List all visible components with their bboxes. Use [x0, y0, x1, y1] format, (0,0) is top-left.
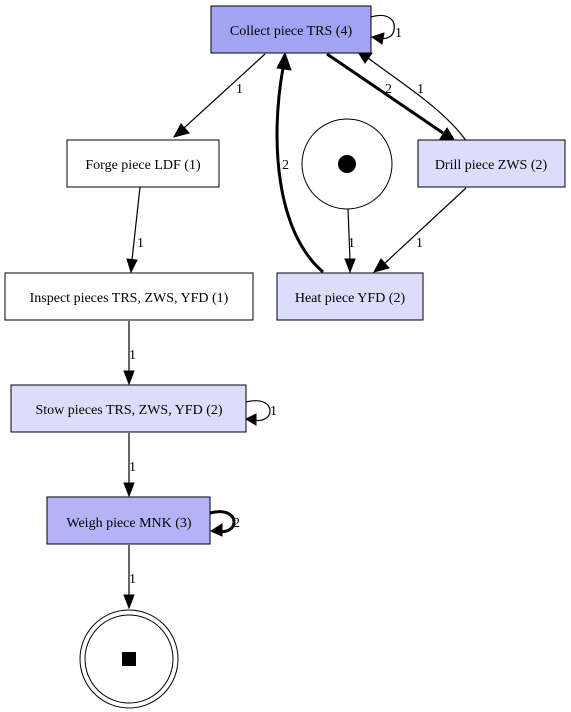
edge-label-stow-self: 1 — [270, 404, 277, 419]
node-label: Weigh piece MNK (3) — [66, 516, 192, 531]
node-box — [46, 496, 211, 545]
edge-weigh-end — [123, 545, 135, 610]
node-stow-pieces[interactable]: Stow pieces TRS, ZWS, YFD (2) — [10, 384, 247, 433]
edge-label-weigh-self: 2 — [233, 516, 240, 531]
node-collect-piece[interactable]: Collect piece TRS (4) — [210, 5, 372, 54]
arrowhead — [373, 258, 390, 273]
node-box — [417, 139, 566, 188]
end-place[interactable] — [79, 609, 179, 709]
arrowhead — [173, 123, 190, 138]
filled-square-icon — [122, 652, 136, 666]
node-box — [4, 272, 254, 321]
arrowhead — [123, 594, 135, 610]
edge-label-collect-drill: 2 — [385, 82, 392, 97]
edge-label-drill-collect: 1 — [417, 82, 424, 97]
start-place[interactable] — [301, 118, 393, 210]
filled-circle-icon — [338, 155, 356, 173]
arrowhead — [209, 523, 223, 537]
edge-label-drill-heat: 1 — [416, 236, 423, 251]
arrowhead — [276, 51, 292, 71]
edge-stow-self-loop — [244, 400, 271, 426]
arrowhead — [123, 482, 135, 498]
edge-heat-collect — [275, 51, 324, 274]
arrowhead — [439, 127, 456, 142]
edge-label-heat-collect: 2 — [282, 158, 289, 173]
node-label: Stow pieces TRS, ZWS, YFD (2) — [35, 403, 222, 418]
node-box — [276, 272, 424, 321]
arrowhead — [244, 413, 257, 426]
node-label: Drill piece ZWS (2) — [435, 158, 548, 173]
node-box — [10, 384, 247, 433]
edge-drill-heat — [373, 187, 467, 273]
arrowhead — [357, 51, 373, 64]
node-inspect-pieces[interactable]: Inspect pieces TRS, ZWS, YFD (1) — [4, 272, 254, 321]
edge-weigh-self-loop — [209, 510, 236, 537]
edge-label-forge-inspect: 1 — [137, 236, 144, 251]
node-label: Heat piece YFD (2) — [295, 291, 406, 306]
edge-label-stow-weigh: 1 — [129, 460, 136, 475]
node-forge-piece[interactable]: Forge piece LDF (1) — [66, 139, 220, 188]
edge-label-inspect-stow: 1 — [129, 348, 136, 363]
node-label: Collect piece TRS (4) — [230, 24, 353, 39]
node-box — [66, 139, 220, 188]
node-box — [210, 5, 372, 54]
edge-inspect-stow — [123, 321, 135, 386]
edge-label-weigh-end: 1 — [129, 572, 136, 587]
arrowhead — [344, 258, 356, 274]
arrowhead — [123, 370, 135, 386]
node-label: Inspect pieces TRS, ZWS, YFD (1) — [30, 291, 229, 306]
node-drill-piece[interactable]: Drill piece ZWS (2) — [417, 139, 566, 188]
edge-label-collect-self: 1 — [395, 26, 402, 41]
edge-collect-forge — [173, 53, 266, 138]
edge-collect-self-loop — [370, 14, 395, 45]
edge-label-collect-forge: 1 — [236, 82, 243, 97]
edge-forge-inspect — [126, 186, 141, 274]
node-heat-piece[interactable]: Heat piece YFD (2) — [276, 272, 424, 321]
edge-stow-weigh — [123, 433, 135, 498]
arrowhead — [126, 258, 138, 274]
node-label: Forge piece LDF (1) — [85, 158, 201, 173]
edge-label-start-heat: 1 — [348, 236, 355, 251]
edge-start-heat — [344, 208, 356, 274]
arrowhead — [370, 32, 385, 45]
node-weigh-piece[interactable]: Weigh piece MNK (3) — [46, 496, 211, 545]
